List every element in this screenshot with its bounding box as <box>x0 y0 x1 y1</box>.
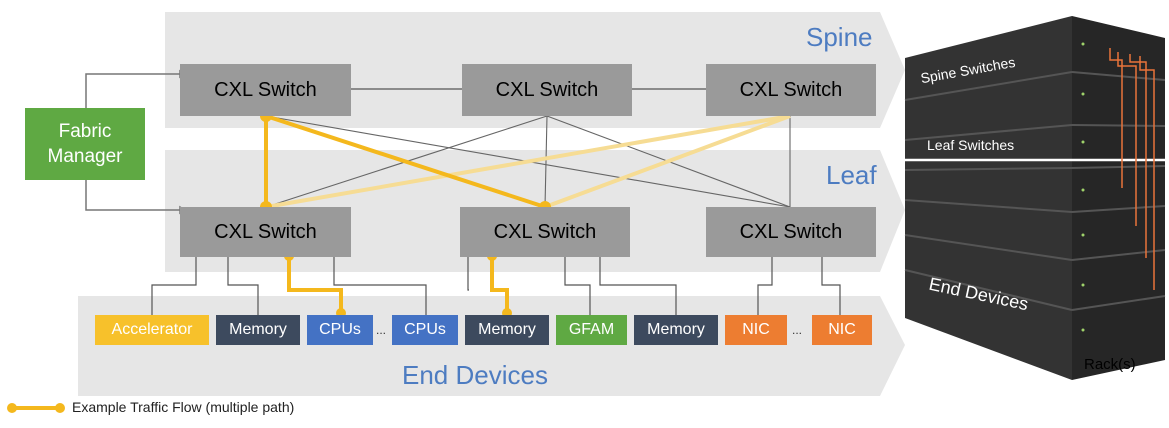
device-cpus-2[interactable]: CPUs <box>392 315 458 345</box>
device-memory-2[interactable]: Memory <box>465 315 549 345</box>
spine-switch-3[interactable]: CXL Switch <box>706 64 876 116</box>
device-memory-1[interactable]: Memory <box>216 315 300 345</box>
leaf-switch-1[interactable]: CXL Switch <box>180 207 351 257</box>
device-ellipsis-2: ... <box>792 323 803 337</box>
device-gfam[interactable]: GFAM <box>556 315 627 345</box>
light-traffic <box>265 114 791 209</box>
device-ellipsis-1: ... <box>376 323 387 337</box>
device-memory-3[interactable]: Memory <box>634 315 718 345</box>
device-nic-2[interactable]: NIC <box>812 315 872 345</box>
leaf-switch-3[interactable]: CXL Switch <box>706 207 876 257</box>
legend-label: Example Traffic Flow (multiple path) <box>72 399 295 415</box>
spine-switch-1[interactable]: CXL Switch <box>180 64 351 116</box>
leaf-label: Leaf <box>826 160 877 190</box>
rack-leaf-label: Leaf Switches <box>927 137 1015 153</box>
fabric-manager[interactable]: Fabric Manager <box>25 108 145 180</box>
spine-switch-2[interactable]: CXL Switch <box>462 64 632 116</box>
device-accelerator[interactable]: Accelerator <box>95 315 209 345</box>
device-cpus-1[interactable]: CPUs <box>307 315 373 345</box>
rack-caption: Rack(s) <box>1084 356 1136 373</box>
rack-image <box>904 16 1166 380</box>
spine-label: Spine <box>806 22 873 52</box>
legend-symbol <box>7 403 65 413</box>
leaf-device-links <box>151 256 841 315</box>
leaf-switch-2[interactable]: CXL Switch <box>460 207 630 257</box>
end-devices-label: End Devices <box>402 360 548 390</box>
traffic-flow <box>264 114 546 315</box>
device-nic-1[interactable]: NIC <box>725 315 787 345</box>
